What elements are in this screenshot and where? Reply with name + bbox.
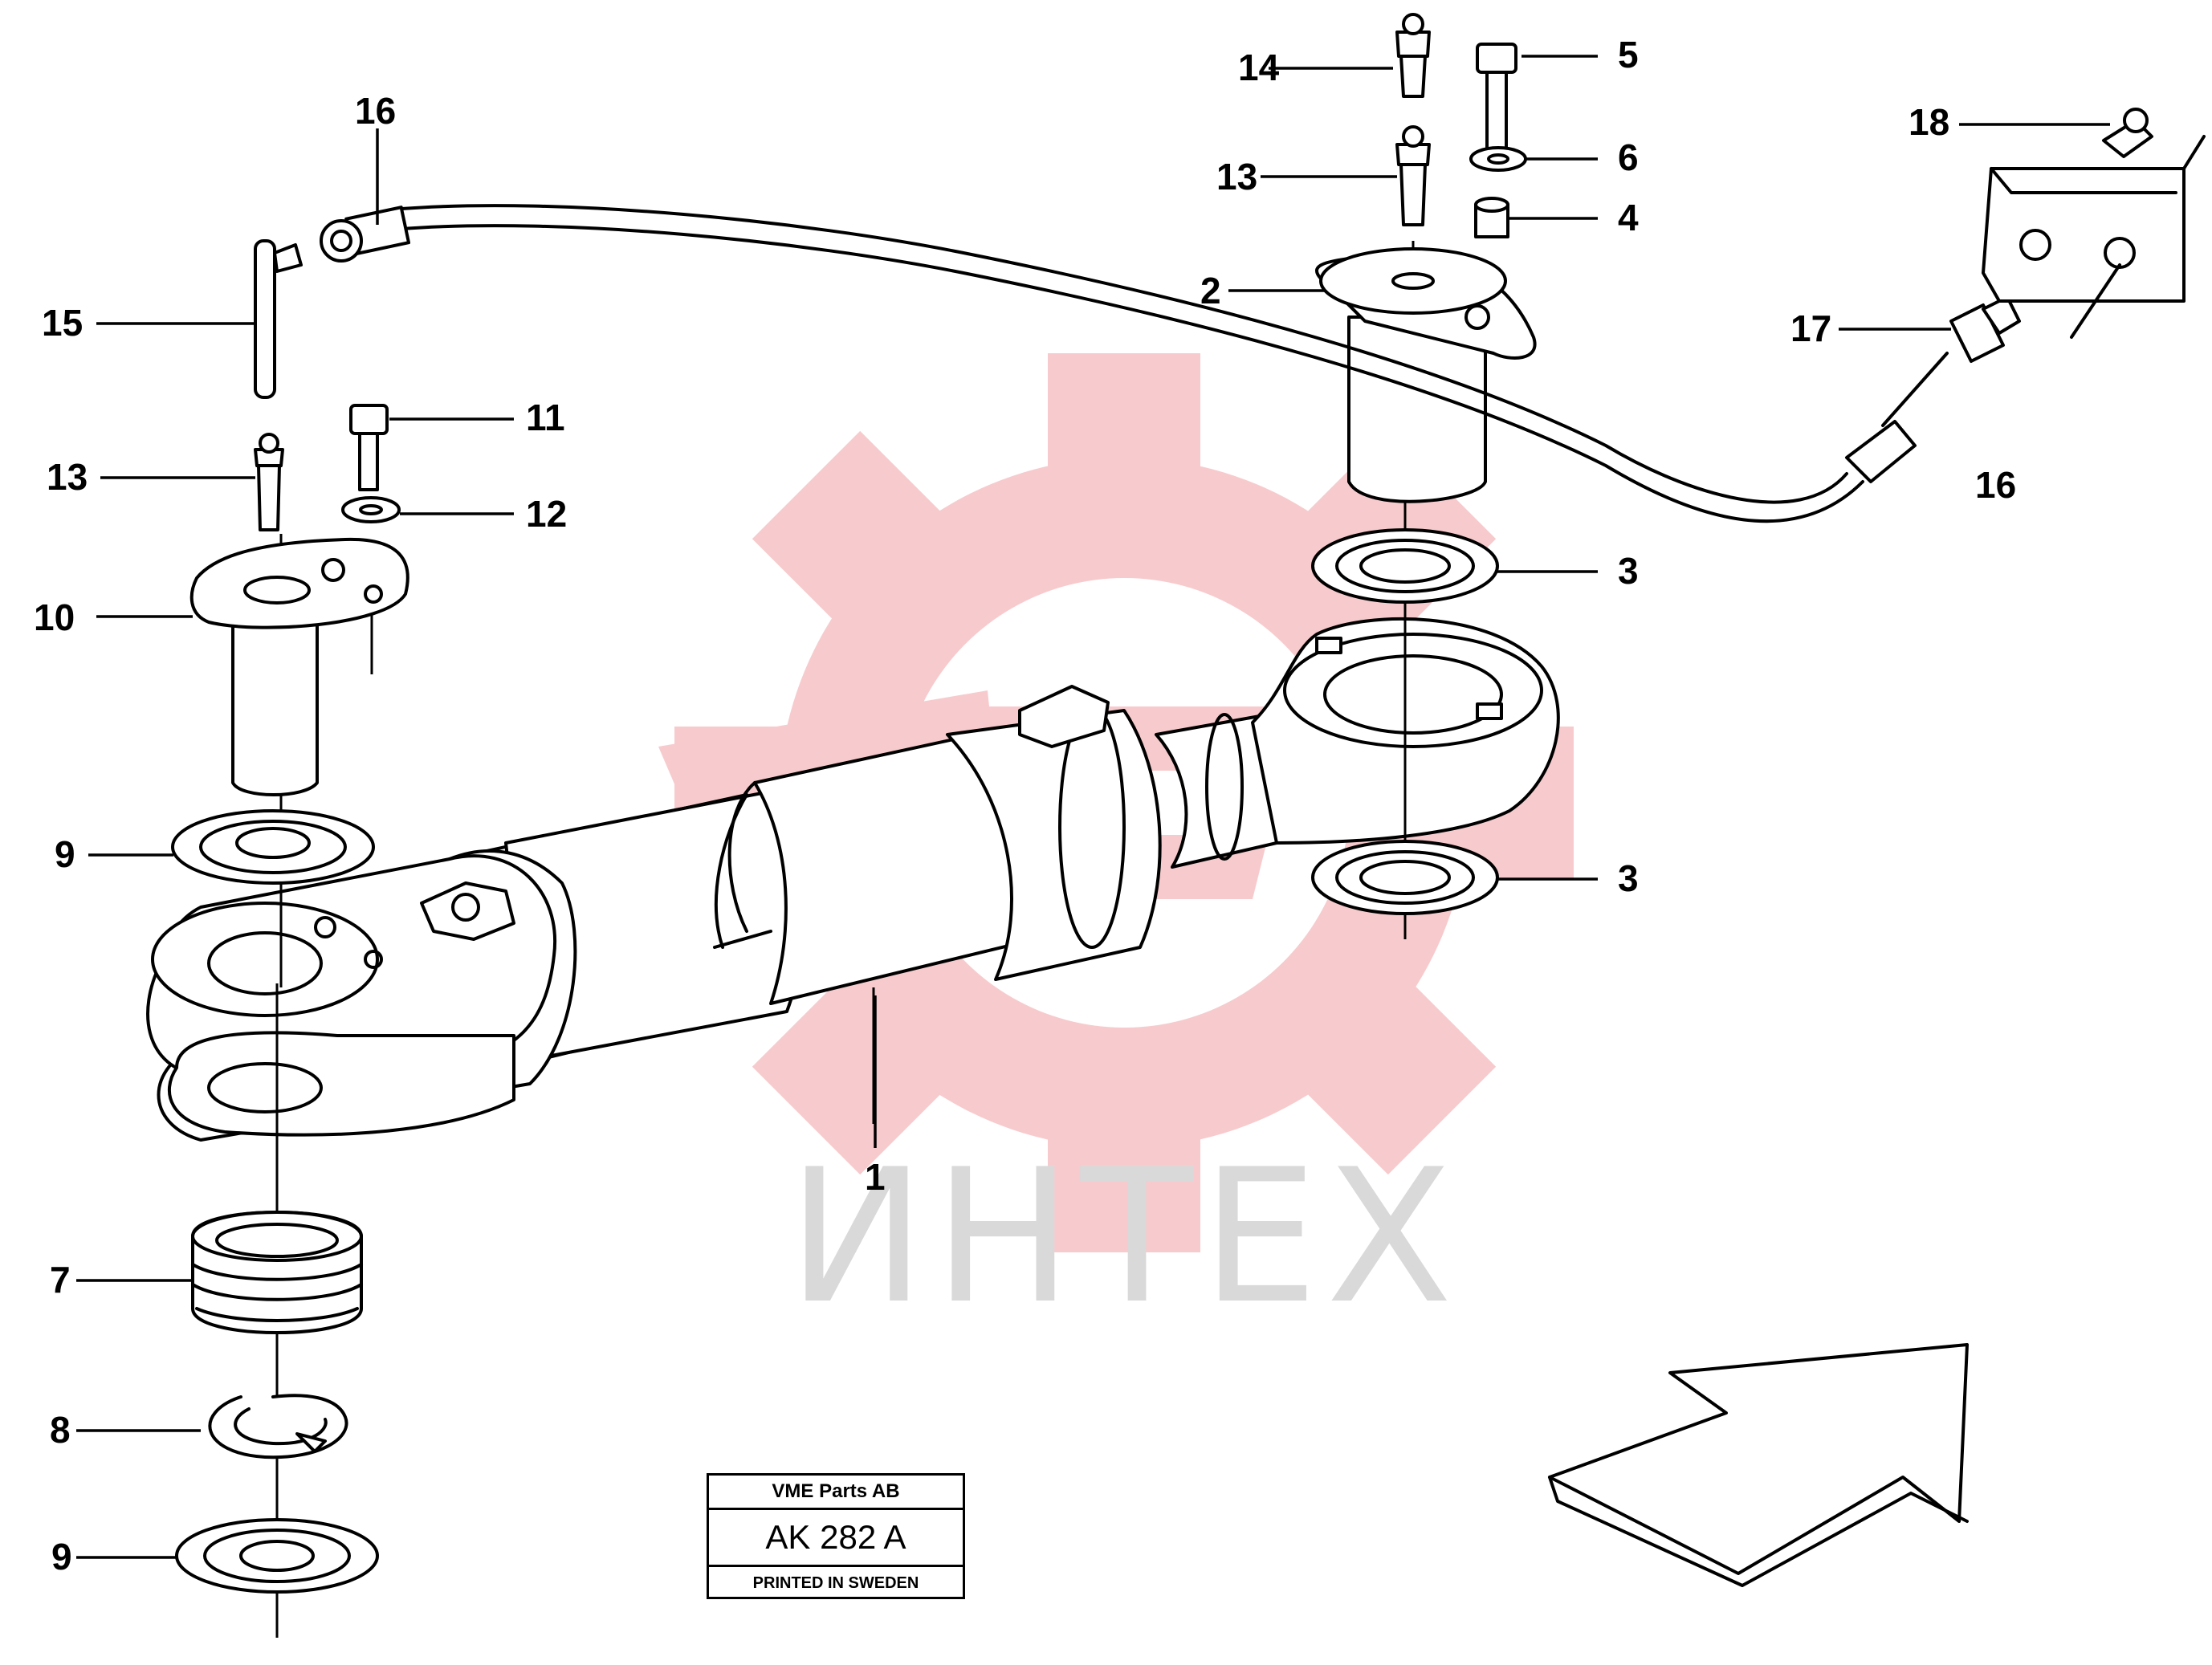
circlip-8 xyxy=(208,1394,348,1459)
grease-nipple-13-lower xyxy=(254,433,284,531)
pin-with-flange-10 xyxy=(189,537,409,796)
callout-3-upper: 3 xyxy=(1618,550,1639,592)
seal-ring-3-lower xyxy=(1311,840,1499,915)
callout-9-lower: 9 xyxy=(51,1536,72,1577)
lubrication-hose-16 xyxy=(320,204,1917,523)
grease-nipple-13-upper xyxy=(1395,125,1431,226)
washer-12 xyxy=(341,496,401,523)
callout-4: 4 xyxy=(1618,197,1639,238)
bolt-5 xyxy=(1476,43,1517,154)
straight-pin-15 xyxy=(254,239,303,399)
callout-14: 14 xyxy=(1238,47,1280,88)
callout-5: 5 xyxy=(1618,34,1639,75)
callout-2: 2 xyxy=(1200,270,1221,311)
callout-13-upper: 13 xyxy=(1216,156,1257,197)
callout-16-top: 16 xyxy=(355,90,396,132)
callout-6: 6 xyxy=(1618,136,1639,178)
bolt-11 xyxy=(349,404,389,491)
callout-13-lower: 13 xyxy=(47,456,88,498)
washer-6 xyxy=(1469,146,1527,172)
spherical-bearing-7 xyxy=(191,1211,363,1334)
callout-10: 10 xyxy=(34,596,75,638)
callout-9-upper: 9 xyxy=(55,833,75,875)
seal-ring-9-upper xyxy=(171,809,375,885)
callout-16-right: 16 xyxy=(1975,464,2016,506)
leader-lines xyxy=(76,55,2110,1559)
plate-code: AK 282 A xyxy=(709,1510,963,1567)
callout-8: 8 xyxy=(50,1409,71,1451)
callout-11: 11 xyxy=(526,397,565,438)
callout-17: 17 xyxy=(1790,307,1831,349)
spacer-4 xyxy=(1474,197,1509,238)
lubrication-block xyxy=(1982,135,2206,339)
callout-7: 7 xyxy=(50,1259,71,1301)
adapter-17 xyxy=(1881,295,2021,427)
watermark-gear-logo: ИНТЕХ xyxy=(658,353,1574,1345)
callout-18: 18 xyxy=(1909,101,1949,143)
callout-15: 15 xyxy=(42,302,83,344)
callout-12: 12 xyxy=(526,493,567,535)
seal-ring-3-upper xyxy=(1311,528,1499,604)
pin-with-flange-2 xyxy=(1315,247,1537,503)
grease-nipple-18 xyxy=(2102,108,2153,158)
plate-company: VME Parts AB xyxy=(709,1476,963,1510)
grease-nipple-14 xyxy=(1395,13,1431,98)
callout-labels: 14 5 16 18 13 6 4 2 15 17 16 11 13 12 3 … xyxy=(34,34,2016,1577)
callout-3-lower: 3 xyxy=(1618,857,1639,899)
direction-arrow xyxy=(1548,1343,1969,1587)
hydraulic-cylinder xyxy=(146,617,1560,1142)
title-plate: VME Parts AB AK 282 A PRINTED IN SWEDEN xyxy=(707,1473,965,1599)
callout-1: 1 xyxy=(865,1156,886,1198)
plate-printed: PRINTED IN SWEDEN xyxy=(752,1574,919,1592)
seal-ring-9-lower xyxy=(175,1518,379,1594)
watermark-text: ИНТЕХ xyxy=(788,1130,1460,1345)
